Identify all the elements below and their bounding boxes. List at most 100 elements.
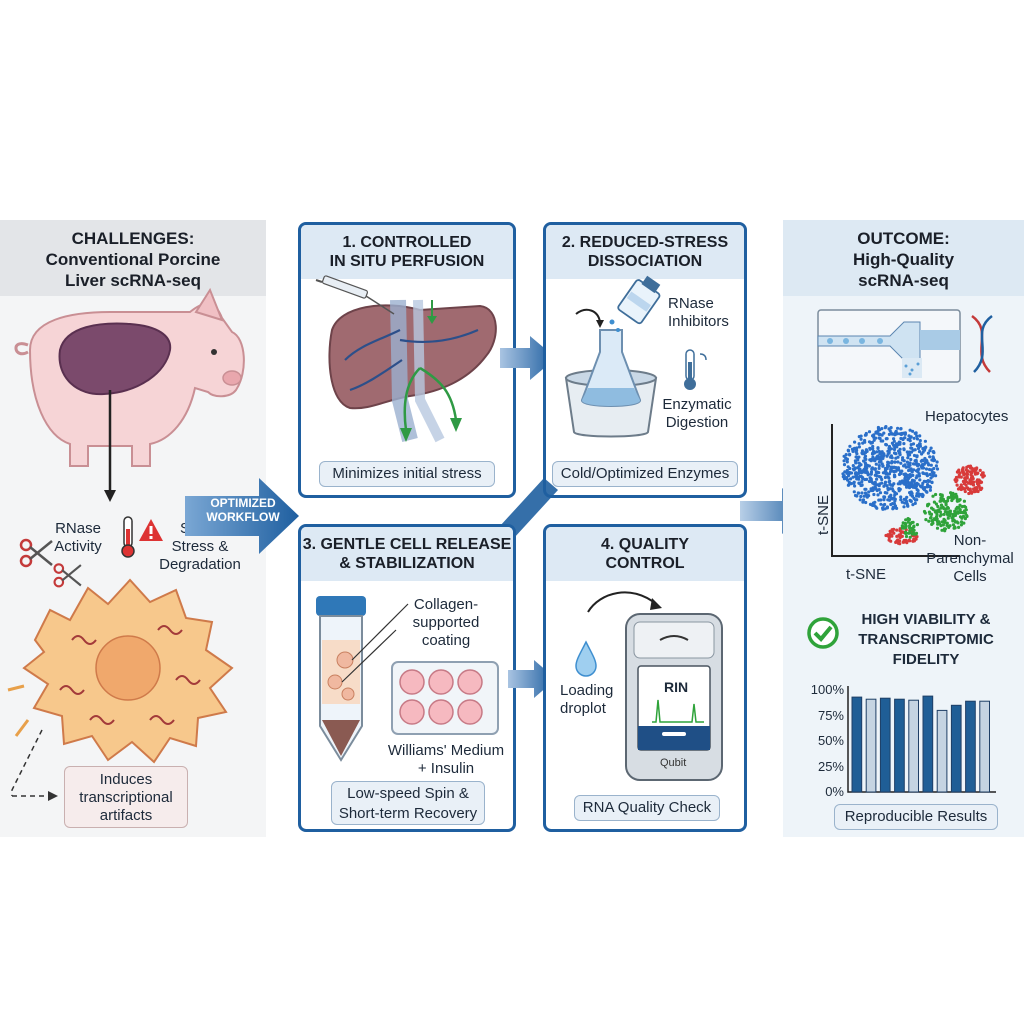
connector-step2-step3 [500, 478, 558, 538]
outcome-header: OUTCOME: High-Quality scRNA-seq [783, 220, 1024, 296]
step2-title-line1: 2. REDUCED-STRESS [561, 234, 729, 251]
npc-green-cluster-2 [900, 517, 920, 539]
artifacts-line2: transcriptional [79, 789, 173, 806]
rnase-inhibitors-line2: Inhibitors [668, 313, 729, 330]
shear-line3: Degradation [159, 556, 241, 573]
y-tick-4: 100% [810, 682, 844, 697]
y-tick-2: 50% [817, 733, 844, 748]
workflow-arrow [185, 478, 299, 554]
bar-3 [879, 697, 891, 793]
outcome-title-line3: scRNA-seq [858, 271, 949, 290]
bar-9 [965, 700, 976, 793]
step2-panel: 2. REDUCED-STRESS DISSOCIATION Cold/Opti… [543, 222, 747, 498]
step4-title-line2: CONTROL [605, 555, 685, 572]
enzymatic-thermometer-icon [684, 349, 707, 390]
dna-icon [971, 314, 993, 373]
step2-caption: Cold/Optimized Enzymes [552, 461, 738, 487]
thermometer-icon [121, 516, 135, 558]
enzymatic-line1: Enzymatic [662, 396, 732, 413]
step2-title-line2: DISSOCIATION [587, 253, 703, 270]
rnase-inhibitor-bottle-icon [617, 275, 661, 325]
pig-liver-icon [58, 322, 172, 396]
viability-label: HIGH VIABILITY & TRANSCRIPTOMIC FIDELITY [844, 610, 1008, 670]
workflow-label: OPTIMIZED WORKFLOW [198, 496, 288, 524]
arrow-step1-step2 [500, 336, 556, 380]
artifacts-line3: artifacts [99, 807, 153, 824]
y-tick-3: 75% [817, 707, 844, 723]
bar-6 [922, 695, 934, 793]
viability-line2: TRANSCRIPTOMIC [858, 631, 994, 648]
step3-title-line2: & STABILIZATION [339, 555, 475, 572]
medium-line2: + Insulin [417, 760, 475, 777]
droplet-icon [575, 640, 597, 677]
step2-header [546, 225, 744, 279]
bar-8 [950, 704, 962, 793]
challenges-header: CHALLENGES: Conventional Porcine Liver s… [0, 220, 266, 296]
npc-line3: Cells [953, 568, 987, 585]
bar-2 [865, 698, 877, 793]
rnase-activity-line2: Activity [54, 538, 102, 555]
step4-header [546, 527, 744, 581]
step3-caption-line2: Short-term Recovery [338, 805, 478, 822]
rnase-activity-line1: RNase [55, 520, 101, 537]
warning-icon [139, 519, 163, 541]
collagen-line3: coating [421, 632, 471, 649]
step3-title-line1: 3. GENTLE CELL RELEASE [302, 536, 512, 553]
rin-label: RIN [664, 679, 689, 695]
rnase-activity-label: RNase Activity [48, 520, 108, 556]
syringe-icon [315, 275, 395, 315]
bar-7 [936, 709, 948, 793]
bar-1 [851, 696, 863, 793]
collagen-line2: supported [412, 614, 480, 631]
droplet-label: Loading droplot [560, 682, 624, 718]
rnase-inhibitors-label: RNase Inhibitors [668, 295, 740, 331]
bar-10 [979, 700, 990, 793]
workflow-label-line2: WORKFLOW [206, 510, 280, 524]
shear-line2: Stress & [171, 538, 229, 555]
tsne-axes [831, 424, 960, 557]
step1-header [301, 225, 513, 279]
droplet-line2: droplot [560, 700, 606, 717]
step3-caption-line1: Low-speed Spin & [347, 785, 469, 802]
challenges-title-line1: CHALLENGES: [71, 229, 195, 248]
npc-line1: Non- [953, 532, 987, 549]
outcome-title-line1: OUTCOME: [857, 229, 950, 248]
step3-header [301, 527, 513, 581]
outcome-title-line2: High-Quality [852, 250, 955, 269]
artifacts-box: Induces transcriptional artifacts [64, 766, 188, 828]
qubit-label: Qubit [660, 757, 687, 769]
rnase-inhibitors-line1: RNase [668, 295, 714, 312]
bar-5 [908, 699, 919, 793]
scissors-icon [19, 538, 53, 568]
step1-title-line2: IN SITU PERFUSION [329, 253, 485, 270]
npc-red-cluster [953, 464, 986, 496]
hepatocytes-label: Hepatocytes [925, 408, 1009, 425]
collagen-line1: Collagen- [413, 596, 479, 613]
medium-line1: Williams' Medium [387, 742, 505, 759]
step1-title-line1: 1. CONTROLLED [342, 234, 472, 251]
npc-label: Non- Parenchymal Cells [918, 532, 1022, 586]
step1-caption: Minimizes initial stress [319, 461, 495, 487]
npc-green-cluster [922, 491, 969, 533]
step4-title-line1: 4. QUALITY [600, 536, 689, 553]
workflow-label-line1: OPTIMIZED [210, 496, 276, 510]
scissors-icon-2 [53, 563, 82, 588]
bar-4 [894, 698, 905, 793]
droplet-line1: Loading [560, 682, 614, 699]
y-tick-1: 25% [817, 758, 844, 774]
medium-label: Williams' Medium + Insulin [376, 742, 516, 778]
outcome-caption: Reproducible Results [834, 804, 998, 830]
hepatocyte-cluster [841, 425, 940, 511]
viability-line1: HIGH VIABILITY & [861, 611, 991, 628]
step4-caption: RNA Quality Check [574, 795, 720, 821]
checkmark-icon [807, 617, 839, 649]
enzymatic-digestion-label: Enzymatic Digestion [654, 396, 740, 432]
